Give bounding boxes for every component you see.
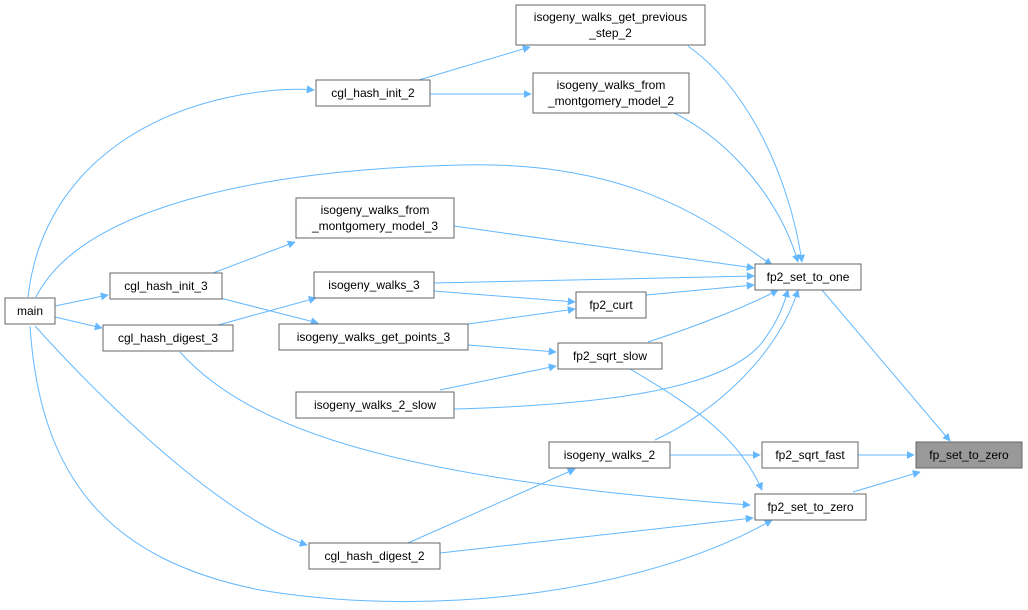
node-label-line: _step_2 xyxy=(588,26,632,40)
node-isogeny-walks-2-slow[interactable]: isogeny_walks_2_slow xyxy=(295,391,455,419)
node-label: fp2_curt xyxy=(589,298,633,312)
node-fp2-curt[interactable]: fp2_curt xyxy=(575,291,647,319)
edge-cgl-hash-init-2-get-previous-step xyxy=(411,45,531,83)
edge-fp2-set-to-zero-fp-set-to-zero xyxy=(852,470,921,493)
edge-get-previous-step-fp2-set-to-one xyxy=(687,45,805,263)
edge-cgl-hash-digest-2-fp2-set-to-zero xyxy=(439,514,754,554)
node-label: cgl_hash_digest_3 xyxy=(118,331,218,345)
node-main[interactable]: main xyxy=(4,297,56,325)
node-label: isogeny_walks_3 xyxy=(328,278,420,292)
node-label-line: _montgomery_model_2 xyxy=(547,94,674,108)
node-isogeny-walks-get-points-3[interactable]: isogeny_walks_get_points_3 xyxy=(278,323,469,351)
edge-isogeny-walks-2-fp2-set-to-one xyxy=(654,289,800,441)
node-label: cgl_hash_init_2 xyxy=(331,86,415,100)
node-isogeny-walks-from-montgomery-model-2[interactable]: isogeny_walks_from _montgomery_model_2 xyxy=(532,72,690,114)
node-label: main xyxy=(17,304,43,318)
edge-walks-2-slow-fp2-sqrt-slow xyxy=(439,363,557,391)
edge-fp2-sqrt-slow-fp2-set-to-one xyxy=(647,289,779,343)
edge-cgl-hash-digest-3-fp2-set-to-zero xyxy=(179,351,751,509)
edge-main-fp2-set-to-one xyxy=(35,164,773,298)
node-label: fp2_sqrt_slow xyxy=(573,349,647,363)
edge-main-cgl-hash-init-3 xyxy=(54,292,109,307)
node-label: cgl_hash_digest_2 xyxy=(324,549,424,563)
node-label-line: isogeny_walks_get_previous xyxy=(534,10,687,24)
edge-isogeny-walks-3-fp2-curt xyxy=(433,290,576,306)
node-label: isogeny_walks_get_points_3 xyxy=(297,330,451,344)
node-label-line: isogeny_walks_from xyxy=(557,78,666,92)
node-label: cgl_hash_init_3 xyxy=(124,279,208,293)
edge-get-points-3-fp2-sqrt-slow xyxy=(467,344,557,356)
edge-fp2-sqrt-slow-fp2-set-to-zero xyxy=(629,368,763,491)
node-cgl-hash-init-2[interactable]: cgl_hash_init_2 xyxy=(315,79,431,107)
node-label: fp_set_to_zero xyxy=(929,448,1009,462)
node-label: fp2_set_to_one xyxy=(767,270,850,284)
node-isogeny-walks-get-previous-step-2[interactable]: isogeny_walks_get_previous _step_2 xyxy=(515,4,706,46)
edge-from-montgomery-3-fp2-set-to-one xyxy=(453,225,755,271)
node-label: fp2_sqrt_fast xyxy=(775,448,845,462)
node-cgl-hash-init-3[interactable]: cgl_hash_init_3 xyxy=(109,272,223,300)
node-fp2-set-to-one[interactable]: fp2_set_to_one xyxy=(754,263,862,291)
edge-from-montgomery-2-fp2-set-to-one xyxy=(671,111,800,263)
node-fp2-set-to-zero[interactable]: fp2_set_to_zero xyxy=(754,493,867,521)
node-label: isogeny_walks_2 xyxy=(564,448,656,462)
node-isogeny-walks-3[interactable]: isogeny_walks_3 xyxy=(313,271,435,299)
edge-main-cgl-hash-digest-3 xyxy=(54,316,103,331)
node-fp2-sqrt-fast[interactable]: fp2_sqrt_fast xyxy=(761,441,859,469)
edge-fp2-set-to-one-fp-set-to-zero xyxy=(821,289,951,442)
edges xyxy=(27,45,951,603)
node-label-line: _montgomery_model_3 xyxy=(311,219,438,233)
node-isogeny-walks-from-montgomery-model-3[interactable]: isogeny_walks_from _montgomery_model_3 xyxy=(295,197,455,239)
node-label: isogeny_walks_2_slow xyxy=(314,398,436,412)
node-cgl-hash-digest-3[interactable]: cgl_hash_digest_3 xyxy=(102,324,234,352)
node-fp-set-to-zero[interactable]: fp_set_to_zero xyxy=(915,441,1023,469)
node-fp2-sqrt-slow[interactable]: fp2_sqrt_slow xyxy=(557,342,663,370)
node-label: fp2_set_to_zero xyxy=(767,500,853,514)
edge-main-cgl-hash-digest-2 xyxy=(34,325,308,547)
edge-cgl-hash-digest-3-isogeny-walks-3 xyxy=(217,296,317,326)
edge-get-points-3-fp2-curt xyxy=(467,306,576,325)
edge-main-fp2-set-to-zero xyxy=(29,325,773,603)
edge-cgl-hash-init-3-from-montgomery-3 xyxy=(204,240,296,277)
edge-isogeny-walks-3-fp2-set-to-one xyxy=(433,272,755,284)
edge-cgl-hash-digest-2-isogeny-walks-2 xyxy=(407,468,576,544)
node-cgl-hash-digest-2[interactable]: cgl_hash_digest_2 xyxy=(308,542,441,570)
edge-fp2-curt-fp2-set-to-one xyxy=(645,281,755,296)
node-isogeny-walks-2[interactable]: isogeny_walks_2 xyxy=(548,441,671,469)
nodes: isogeny_walks_get_previous _step_2 cgl_h… xyxy=(4,4,1023,570)
edge-main-cgl-hash-init-2 xyxy=(27,85,315,298)
node-label-line: isogeny_walks_from xyxy=(321,203,430,217)
edge-walks-2-slow-fp2-set-to-one xyxy=(453,289,790,410)
